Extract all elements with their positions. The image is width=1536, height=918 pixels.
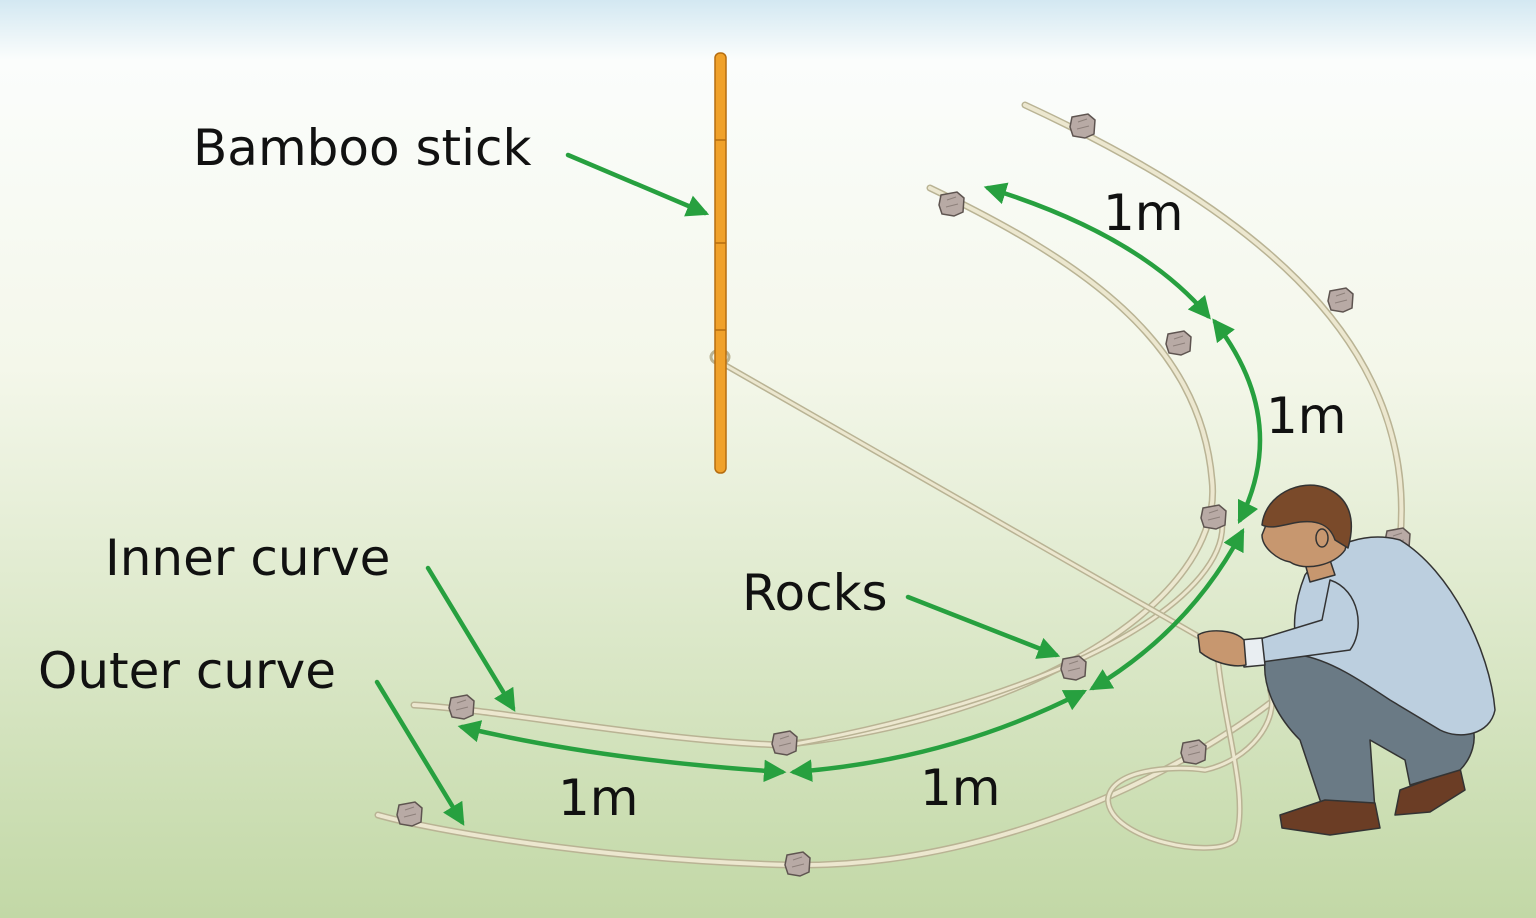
rock [938,191,965,217]
rock [448,694,475,720]
gardener-figure [1197,484,1496,836]
outer-curve-label: Outer curve [38,642,336,700]
measurement-label-bottom-left: 1m [558,769,639,827]
inner-curve-label: Inner curve [105,529,390,587]
rock [1069,113,1096,139]
pointer-bamboo-stick [565,152,710,217]
rocks-label: Rocks [742,564,888,622]
rock [1165,330,1192,356]
outer-curve-rope [374,101,1405,869]
rock [1060,655,1087,681]
measure-arrow-right [1212,318,1263,525]
measure-arrow-top [983,182,1211,320]
measure-arrow-lower-right [1089,528,1245,691]
rock [1200,504,1227,530]
measure-arrow-bottom-right [789,689,1088,782]
pointer-inner-curve [425,565,516,712]
measure-arrow-bottom-left [457,720,787,783]
bamboo-stick [714,52,727,474]
rock [784,851,811,877]
measurement-label-top: 1m [1103,184,1184,242]
measurement-label-bottom-right: 1m [920,759,1001,817]
pointer-outer-curve [374,679,465,826]
rock [396,801,423,827]
rock [1327,287,1354,313]
rock [771,730,798,756]
measurement-arrows [457,182,1263,783]
measurement-label-right: 1m [1266,387,1347,445]
bamboo-stick-label: Bamboo stick [193,119,531,177]
pointer-rocks [905,594,1061,659]
rock [1180,739,1207,765]
pointer-arrows [374,152,1061,826]
